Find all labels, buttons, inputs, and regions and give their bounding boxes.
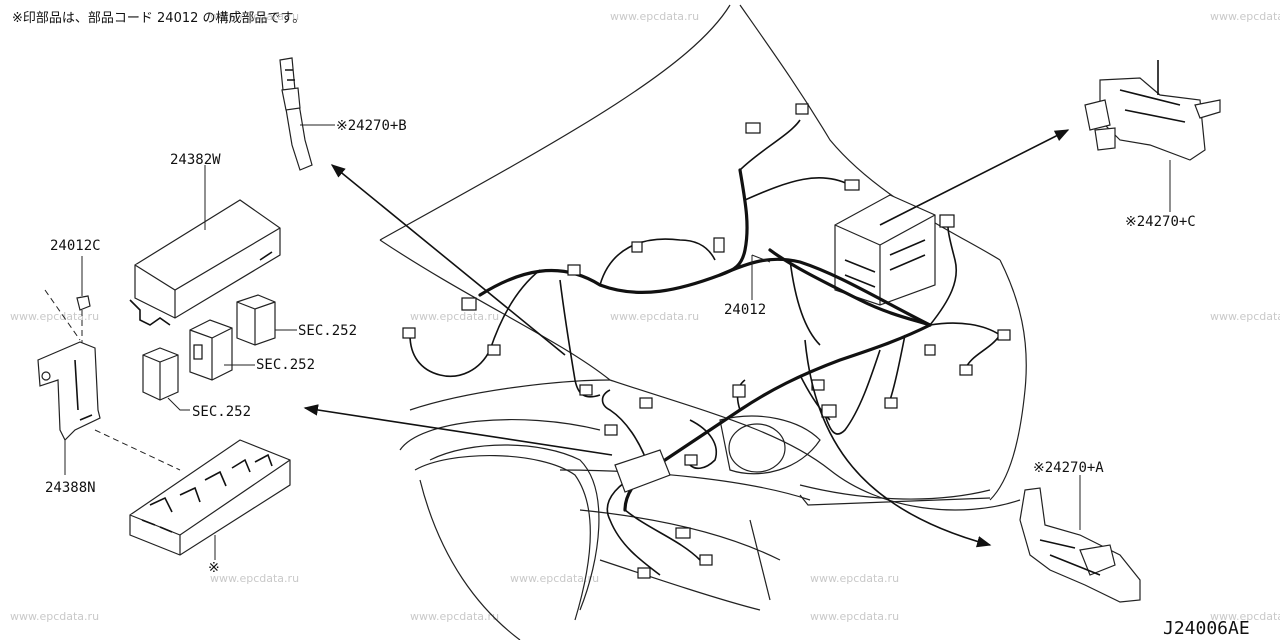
clip-24012c [76, 256, 91, 345]
part-labels: 24012 24382W 24012C 24388N SEC.252 SEC.2… [45, 118, 1196, 576]
connector [684, 454, 698, 466]
label-24270b: ※24270+B [336, 118, 407, 134]
connector [639, 397, 653, 409]
relay-c [142, 347, 190, 411]
label-sec252-c: SEC.252 [192, 404, 251, 420]
protector-24270a [1019, 475, 1141, 603]
connector [567, 264, 581, 276]
battery-fuse-block [834, 194, 936, 306]
watermark: www.epcdata.ru [810, 572, 899, 585]
protector-24270b [279, 57, 335, 171]
watermark: www.epcdata.ru [510, 572, 599, 585]
label-24012c: 24012C [50, 238, 101, 254]
label-24012: 24012 [724, 302, 766, 318]
label-sec252-b: SEC.252 [256, 357, 315, 373]
connector [637, 567, 651, 579]
connector [821, 404, 837, 418]
label-sec252-a: SEC.252 [298, 323, 357, 339]
car-body-outline [379, 4, 1027, 640]
connector [713, 237, 725, 253]
watermark: www.epcdata.ru [410, 310, 499, 323]
watermark: www.epcdata.ru [210, 10, 299, 23]
watermark: www.epcdata.ru [210, 572, 299, 585]
figure-code: J24006AE [1163, 618, 1250, 639]
connector [675, 527, 691, 539]
watermark: www.epcdata.ru [610, 10, 699, 23]
connector [795, 103, 809, 115]
connector [631, 241, 643, 253]
connector [699, 554, 713, 566]
watermark: www.epcdata.ru [1210, 10, 1280, 23]
connector [402, 327, 416, 339]
connector [732, 384, 746, 398]
arrow-to-fuse-box [303, 404, 613, 456]
watermark: www.epcdata.ru [1210, 310, 1280, 323]
connector [487, 344, 501, 356]
harness-connectors [402, 103, 1011, 579]
watermarks: www.epcdata.ru www.epcdata.ru www.epcdat… [10, 10, 1280, 623]
watermark: www.epcdata.ru [10, 310, 99, 323]
fuse-relay-box [129, 439, 291, 560]
relay-a [236, 294, 297, 346]
connector [939, 214, 955, 228]
connector [579, 384, 593, 396]
ecm-module [614, 449, 671, 493]
protector-24270c [1084, 60, 1221, 212]
watermark: www.epcdata.ru [10, 610, 99, 623]
arrow-to-24270c [879, 129, 1070, 226]
label-24270c: ※24270+C [1125, 214, 1196, 230]
header-note: ※印部品は、部品コード 24012 の構成部品です。 [12, 11, 305, 26]
connector [924, 344, 936, 356]
label-24382w: 24382W [170, 152, 221, 168]
label-24270a: ※24270+A [1033, 460, 1104, 476]
bracket-24388n [37, 289, 181, 475]
connector [604, 424, 618, 436]
arrow-to-24270a [804, 339, 992, 548]
fuse-box-cover-24382w [129, 165, 281, 326]
connector [959, 364, 973, 376]
connector [844, 179, 860, 191]
connector [461, 297, 477, 311]
watermark: www.epcdata.ru [610, 310, 699, 323]
watermark: www.epcdata.ru [810, 610, 899, 623]
label-fuse-box-mark: ※ [208, 560, 220, 576]
arrow-to-24270b [330, 164, 566, 356]
callout-arrows [303, 129, 1070, 548]
relay-b [189, 319, 255, 381]
watermark: www.epcdata.ru [1210, 610, 1280, 623]
connector [745, 122, 761, 134]
connector [884, 397, 898, 409]
watermark: www.epcdata.ru [410, 610, 499, 623]
connector [997, 329, 1011, 341]
leader-24012 [751, 254, 771, 263]
label-24388n: 24388N [45, 480, 96, 496]
